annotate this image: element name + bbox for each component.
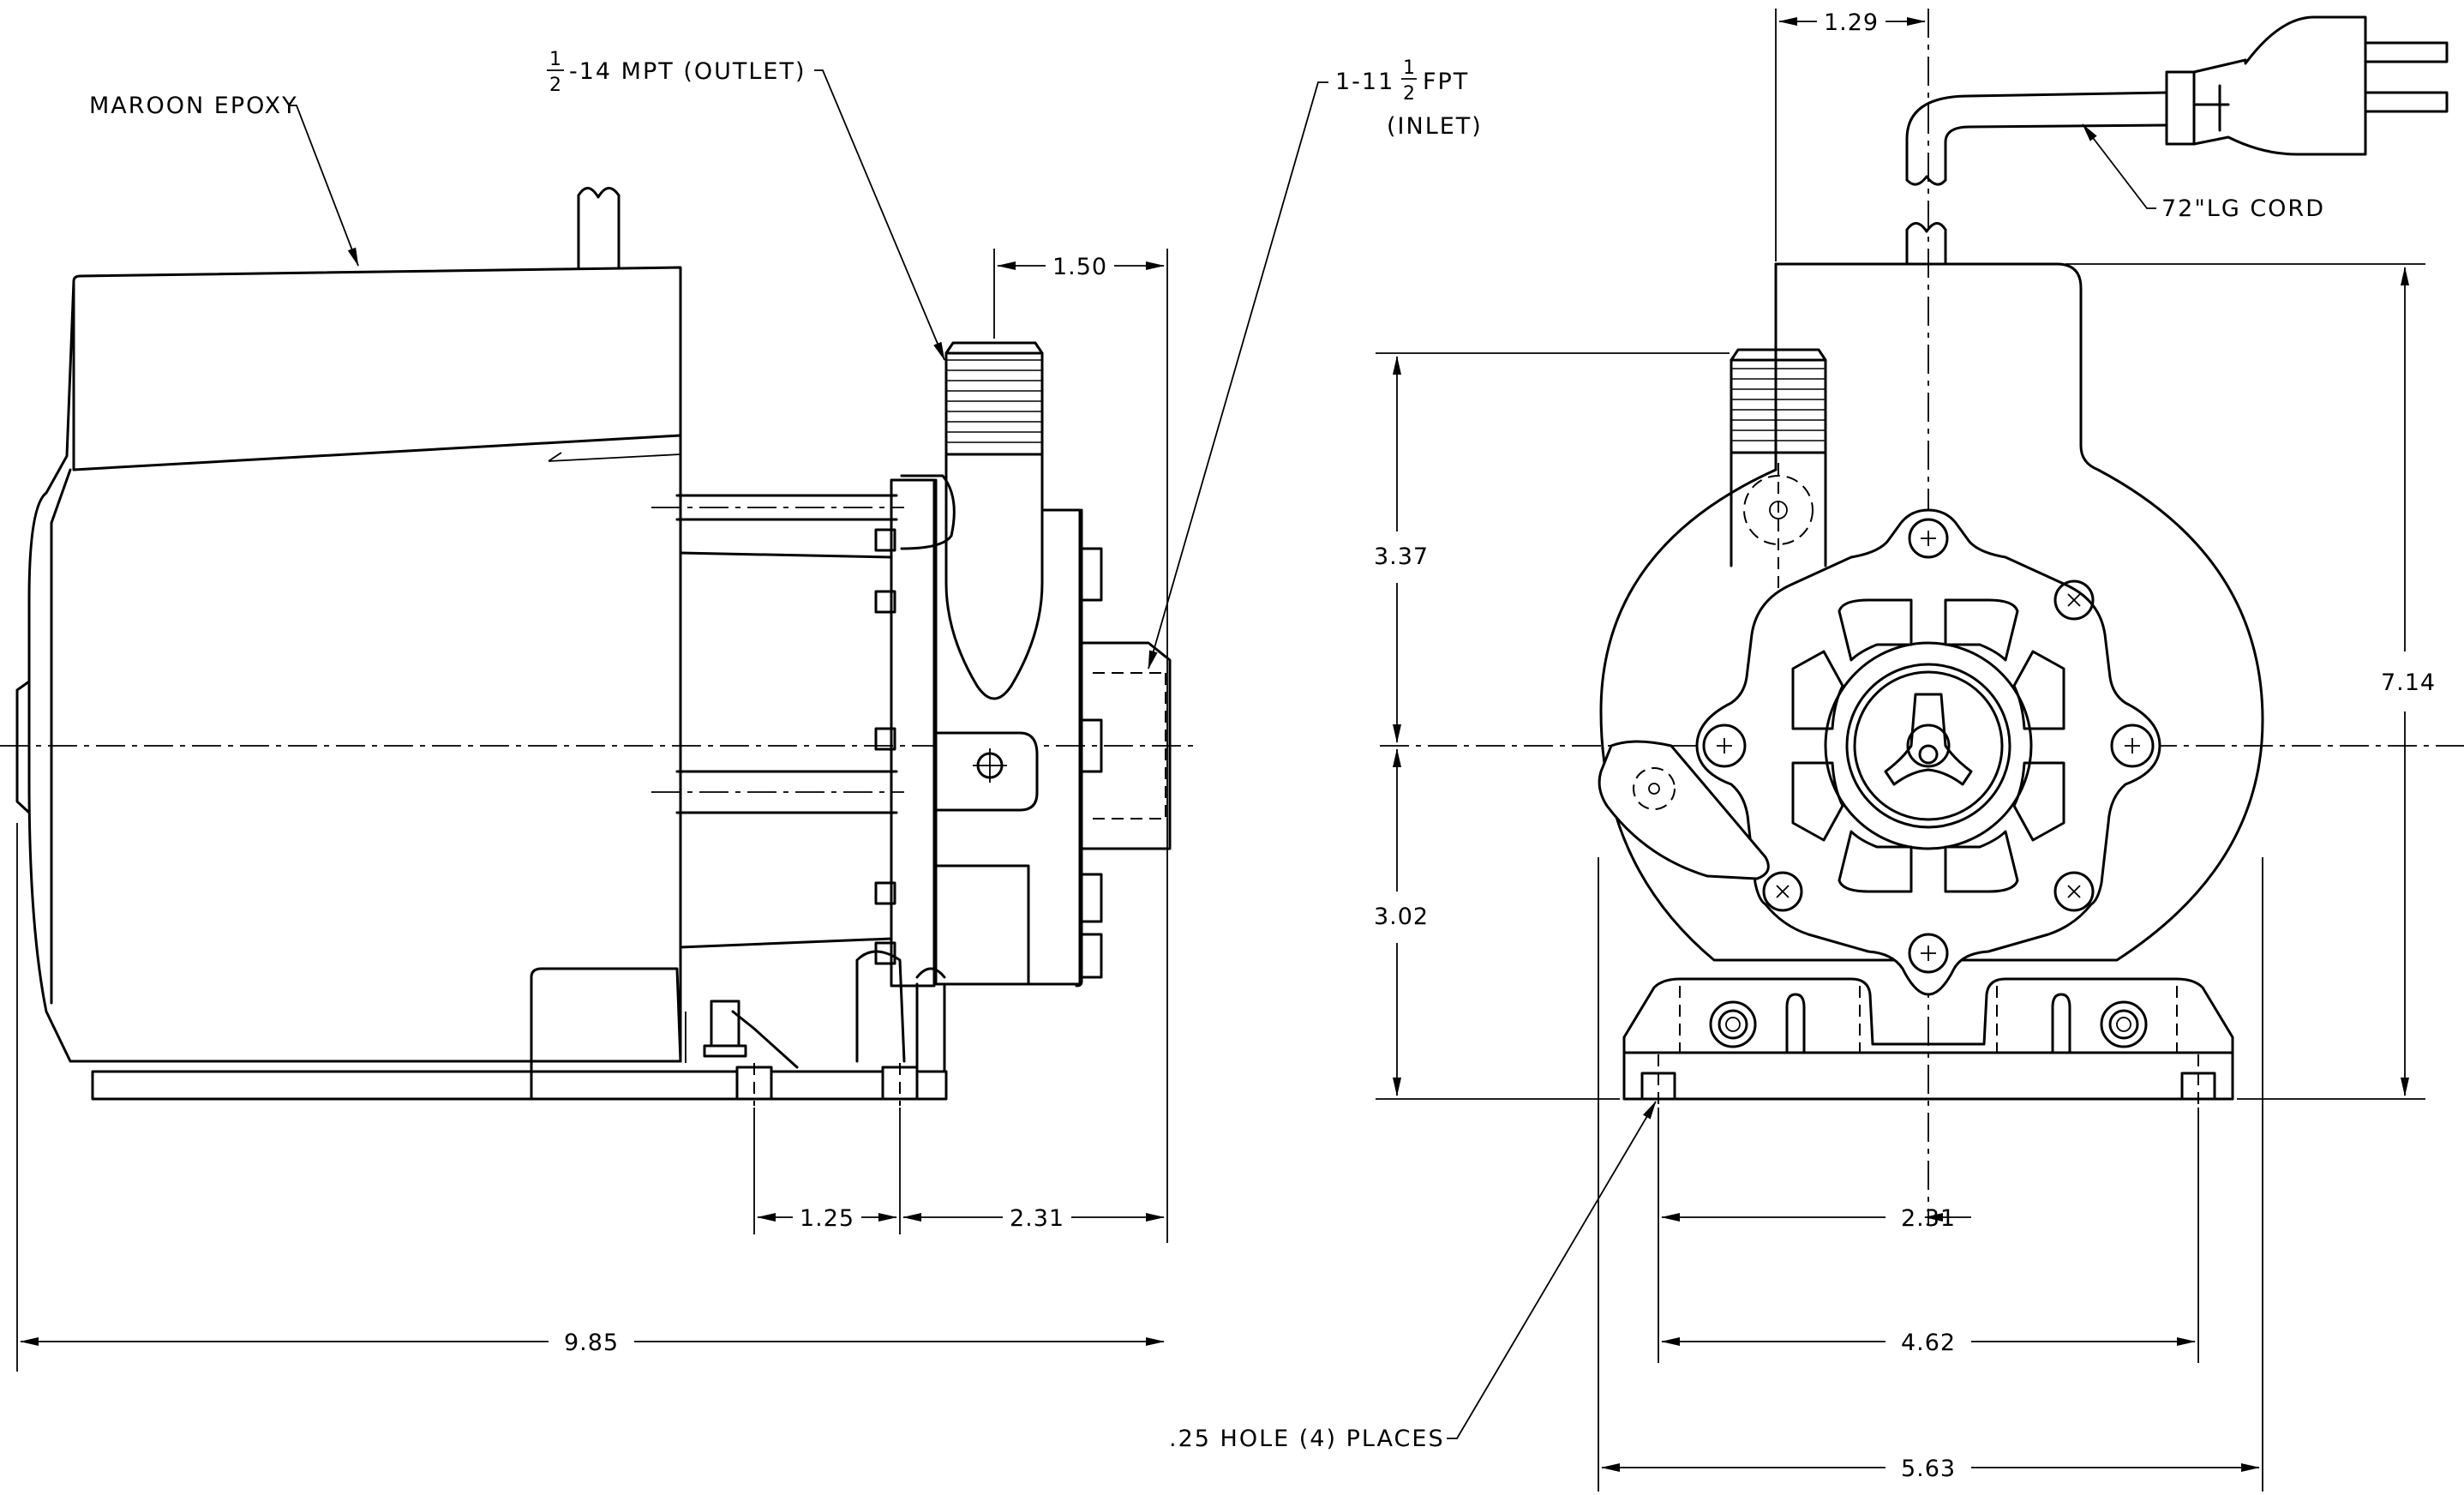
front-housing	[1599, 262, 2264, 962]
callout-inlet: 1-11 1 2 FPT (INLET)	[1148, 57, 1483, 669]
pump-head-front	[1695, 508, 2161, 996]
dim-cord-offset: 1.29	[1775, 9, 1926, 261]
ground-lug-front	[1598, 740, 1770, 880]
pump-head-side	[934, 478, 1172, 988]
callout-maroon-epoxy: MAROON EPOXY	[89, 93, 359, 267]
callout-inlet-label: (INLET)	[1387, 113, 1483, 140]
outlet-frac-num: 1	[549, 49, 561, 70]
inlet-frac-num: 1	[1403, 57, 1415, 79]
callout-maroon-epoxy-text: MAROON EPOXY	[89, 93, 298, 119]
dim-overall-length: 9.85	[16, 823, 1165, 1372]
side-view: 1.50 1.25 2.31 9.85 MAROON EPOXY 1	[0, 49, 1483, 1372]
cord-front	[1905, 15, 2449, 266]
dim-outlet-offset: 1.50	[993, 249, 1168, 1243]
dim-overall-length-value: 9.85	[564, 1330, 619, 1356]
outlet-nipple-front	[1730, 348, 1827, 647]
dim-heights: 3.37 3.02	[1374, 352, 1730, 1100]
callout-holes-text: .25 HOLE (4) PLACES	[1169, 1426, 1445, 1452]
dim-base-widths: 2.31 4.62 5.63	[1598, 857, 2263, 1492]
dim-half-hole-spacing-value: 2.31	[1901, 1205, 1956, 1232]
motor-body	[15, 266, 682, 1063]
dim-lower-height-value: 3.02	[1374, 904, 1429, 930]
callout-cord: 72"LG CORD	[2082, 123, 2325, 222]
callout-outlet: 1 2 -14 MPT (OUTLET)	[547, 49, 945, 361]
flange-bolts	[874, 528, 896, 965]
callout-holes: .25 HOLE (4) PLACES	[1169, 1101, 1657, 1452]
dim-upper-height-value: 3.37	[1374, 543, 1429, 570]
outlet-nipple	[900, 341, 1044, 700]
dim-hole-to-face-value: 2.31	[1010, 1205, 1064, 1232]
callout-cord-text: 72"LG CORD	[2161, 195, 2325, 222]
inlet-frac-den: 2	[1403, 83, 1415, 105]
base-foot-side	[91, 967, 948, 1106]
dim-outlet-offset-value: 1.50	[1052, 254, 1107, 280]
dim-foot-spacing-value: 1.25	[800, 1205, 854, 1232]
dim-base-width-value: 5.63	[1901, 1456, 1956, 1482]
dim-overall-height-value: 7.14	[2381, 669, 2436, 696]
tie-rods	[651, 494, 904, 814]
base-front	[1622, 977, 2234, 1106]
front-view: 1.29 3.37 3.02 7.14	[1169, 9, 2464, 1492]
dim-overall-height: 7.14	[2065, 263, 2436, 1100]
dim-foot-spacing: 1.25 2.31	[753, 1108, 1165, 1234]
callout-inlet-text: 1-11	[1335, 69, 1394, 95]
dim-cord-offset-value: 1.29	[1824, 9, 1879, 36]
dim-hole-spacing-value: 4.62	[1901, 1330, 1956, 1356]
callout-outlet-text: -14 MPT (OUTLET)	[569, 58, 806, 85]
callout-inlet-fpt: FPT	[1423, 69, 1469, 95]
cord-tube-side	[577, 187, 620, 269]
outlet-frac-den: 2	[549, 75, 561, 96]
